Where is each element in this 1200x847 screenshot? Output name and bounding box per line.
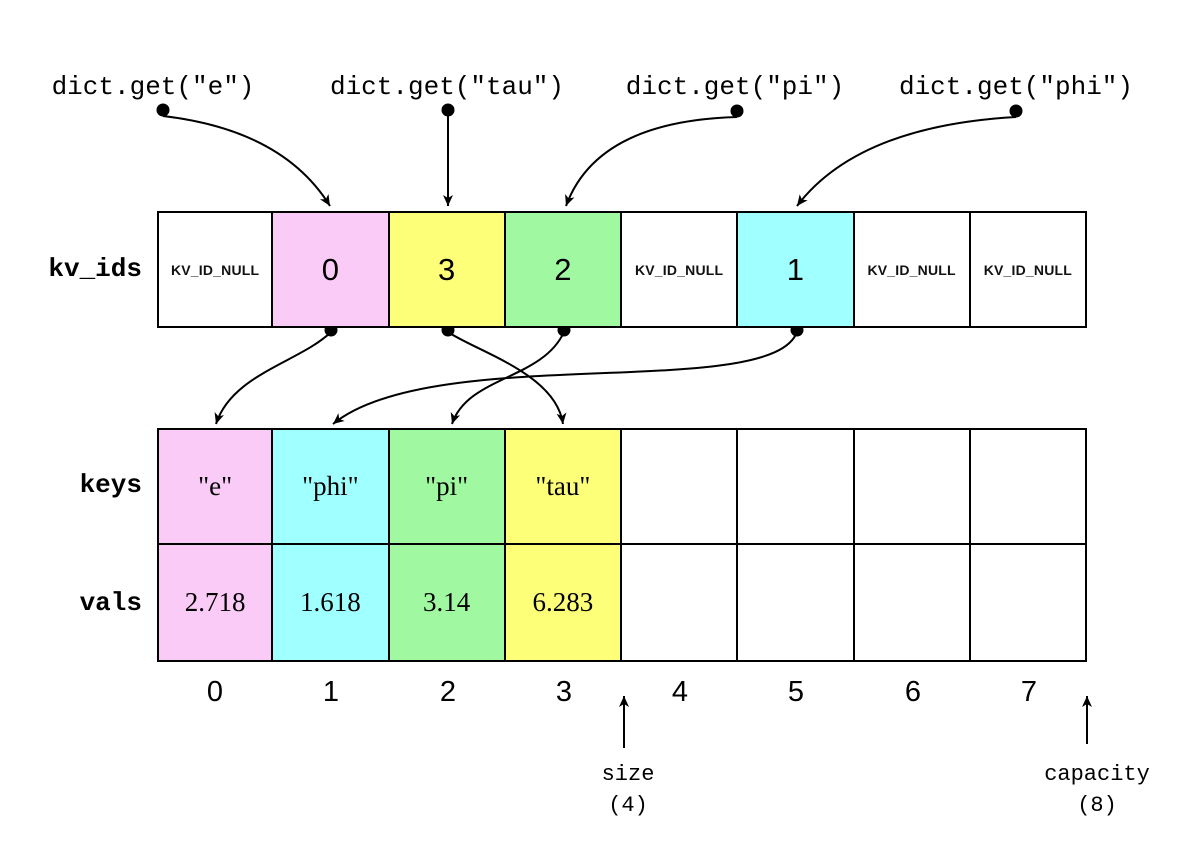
index-label-7: 7 bbox=[1020, 676, 1038, 708]
vals-cell-3: 6.283 bbox=[505, 545, 622, 662]
kv-ids-array: KV_ID_NULL 0 3 2 KV_ID_NULL 1 KV_ID_NULL… bbox=[157, 211, 1087, 328]
dot-query-pi bbox=[730, 104, 744, 118]
keys-cell-1: "phi" bbox=[273, 428, 390, 545]
keys-vals-array: "e" "phi" "pi" "tau" 2.718 1.618 3.14 6.… bbox=[157, 428, 1087, 662]
arrow-kvid2-to-key2 bbox=[450, 331, 565, 425]
kv-ids-cell-2: 3 bbox=[389, 211, 506, 328]
arrow-query-phi-to-slot5 bbox=[796, 116, 1017, 207]
keys-row: "e" "phi" "pi" "tau" bbox=[157, 428, 1087, 545]
keys-cell-6 bbox=[854, 428, 971, 545]
vals-cell-5 bbox=[738, 545, 855, 662]
index-label-0: 0 bbox=[206, 676, 224, 708]
vals-cell-4 bbox=[622, 545, 739, 662]
index-label-3: 3 bbox=[555, 676, 573, 708]
keys-cell-4 bbox=[622, 428, 739, 545]
kv-ids-cell-3: 2 bbox=[505, 211, 622, 328]
size-label: size bbox=[601, 762, 655, 787]
keys-cell-7 bbox=[970, 428, 1087, 545]
vals-cell-2: 3.14 bbox=[389, 545, 506, 662]
keys-cell-3: "tau" bbox=[505, 428, 622, 545]
kv-ids-cell-4: KV_ID_NULL bbox=[622, 211, 739, 328]
kv-ids-cell-7: KV_ID_NULL bbox=[970, 211, 1087, 328]
query-label-e: dict.get("e") bbox=[51, 72, 255, 102]
index-label-4: 4 bbox=[671, 676, 689, 708]
query-label-tau: dict.get("tau") bbox=[329, 72, 565, 102]
query-label-phi: dict.get("phi") bbox=[898, 72, 1134, 102]
vals-row: 2.718 1.618 3.14 6.283 bbox=[157, 545, 1087, 662]
arrow-query-pi-to-slot3 bbox=[565, 116, 738, 207]
kv-ids-cell-5: 1 bbox=[738, 211, 855, 328]
keys-cell-5 bbox=[738, 428, 855, 545]
arrow-kvid1-to-key1 bbox=[332, 331, 798, 425]
vals-cell-6 bbox=[854, 545, 971, 662]
capacity-value: (8) bbox=[1077, 793, 1117, 818]
size-value: (4) bbox=[608, 793, 648, 818]
kv-ids-cell-1: 0 bbox=[273, 211, 390, 328]
kv-ids-cell-0: KV_ID_NULL bbox=[157, 211, 274, 328]
keys-cell-2: "pi" bbox=[389, 428, 506, 545]
vals-cell-7 bbox=[970, 545, 1087, 662]
capacity-label: capacity bbox=[1044, 762, 1150, 787]
dot-query-e bbox=[156, 103, 170, 117]
index-label-1: 1 bbox=[322, 676, 340, 708]
kv-ids-row-label: kv_ids bbox=[48, 254, 142, 284]
vals-cell-0: 2.718 bbox=[157, 545, 274, 662]
index-label-6: 6 bbox=[904, 676, 922, 708]
arrow-kvid0-to-key0 bbox=[214, 331, 332, 425]
dot-query-tau bbox=[441, 103, 455, 117]
vals-row-label: vals bbox=[79, 588, 142, 618]
keys-cell-0: "e" bbox=[157, 428, 274, 545]
keys-row-label: keys bbox=[79, 470, 142, 500]
arrow-query-e-to-slot1 bbox=[162, 115, 331, 207]
index-label-2: 2 bbox=[439, 676, 457, 708]
kv-ids-cell-6: KV_ID_NULL bbox=[854, 211, 971, 328]
kv-ids-row: KV_ID_NULL 0 3 2 KV_ID_NULL 1 KV_ID_NULL… bbox=[157, 211, 1087, 328]
dot-query-phi bbox=[1009, 104, 1023, 118]
query-label-pi: dict.get("pi") bbox=[625, 72, 845, 102]
vals-cell-1: 1.618 bbox=[273, 545, 390, 662]
index-label-5: 5 bbox=[787, 676, 805, 708]
arrow-kvid3-to-key3 bbox=[447, 331, 567, 425]
